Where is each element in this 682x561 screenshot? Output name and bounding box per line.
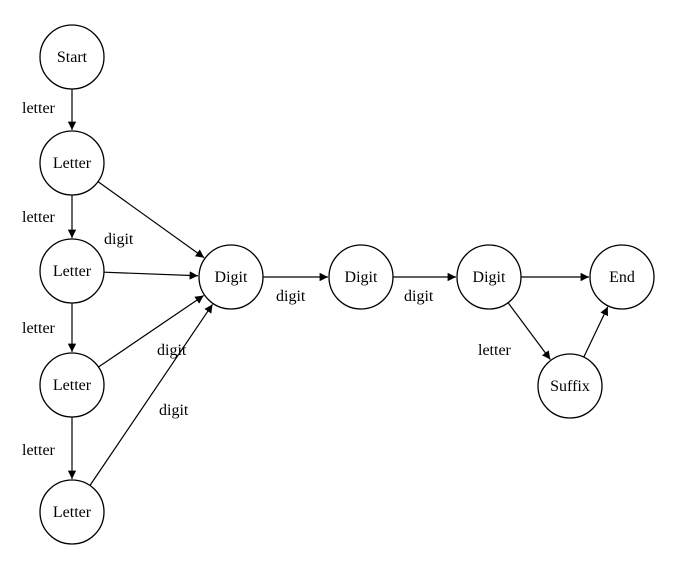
node-label-start: Start bbox=[57, 49, 88, 66]
node-suffix: Suffix bbox=[537, 353, 603, 419]
node-letter4: Letter bbox=[39, 479, 105, 545]
edge-label-letter1-letter2: letter bbox=[22, 209, 56, 226]
edge-label-digit2-digit3: digit bbox=[404, 288, 434, 305]
edge-label-letter3-digit1: digit bbox=[157, 342, 187, 359]
node-digit2: Digit bbox=[328, 244, 394, 310]
edge-label-digit3-suffix: letter bbox=[478, 342, 512, 359]
edge-suffix-end bbox=[583, 306, 609, 358]
edge-labels-layer: letter letter letter letter digit digit digit d… bbox=[22, 100, 512, 459]
edge-letter3-digit1 bbox=[98, 295, 205, 368]
node-circle-digit2 bbox=[328, 244, 394, 310]
node-end: End bbox=[589, 244, 655, 310]
node-label-digit1: Digit bbox=[215, 269, 248, 286]
edge-label-digit1-digit2: digit bbox=[276, 288, 306, 305]
edge-label-letter4-digit1: digit bbox=[159, 402, 189, 419]
edge-label-start-letter1: letter bbox=[22, 100, 56, 117]
edges-layer bbox=[67, 89, 609, 486]
node-label-letter3: Letter bbox=[53, 377, 92, 394]
node-letter1: Letter bbox=[39, 130, 105, 196]
node-circle-digit3 bbox=[456, 244, 522, 310]
node-letter3: Letter bbox=[39, 352, 105, 418]
node-digit1: Digit bbox=[198, 244, 264, 310]
node-circle-letter4 bbox=[39, 479, 105, 545]
node-circle-letter1 bbox=[39, 130, 105, 196]
edge-label-letter3-letter4: letter bbox=[22, 442, 56, 459]
edge-digit3-suffix bbox=[507, 302, 551, 360]
node-circle-letter2 bbox=[39, 238, 105, 304]
node-label-digit3: Digit bbox=[473, 269, 506, 286]
edge-letter4-digit1 bbox=[89, 303, 214, 486]
node-circle-letter3 bbox=[39, 352, 105, 418]
edge-label-letter2-letter3: letter bbox=[22, 320, 56, 337]
node-label-letter1: Letter bbox=[53, 155, 92, 172]
node-digit3: Digit bbox=[456, 244, 522, 310]
node-circle-start bbox=[39, 24, 105, 90]
edge-letter1-digit1 bbox=[97, 181, 205, 259]
node-letter2: Letter bbox=[39, 238, 105, 304]
node-circle-end bbox=[589, 244, 655, 310]
node-circle-digit1 bbox=[198, 244, 264, 310]
node-label-letter2: Letter bbox=[53, 263, 92, 280]
node-label-suffix: Suffix bbox=[550, 378, 590, 395]
node-circle-suffix bbox=[537, 353, 603, 419]
node-label-letter4: Letter bbox=[53, 504, 92, 521]
edge-label-letter1-digit1: digit bbox=[104, 231, 134, 248]
node-label-end: End bbox=[609, 269, 635, 286]
node-label-digit2: Digit bbox=[345, 269, 378, 286]
edge-letter2-digit1 bbox=[103, 271, 199, 280]
node-start: Start bbox=[39, 24, 105, 90]
